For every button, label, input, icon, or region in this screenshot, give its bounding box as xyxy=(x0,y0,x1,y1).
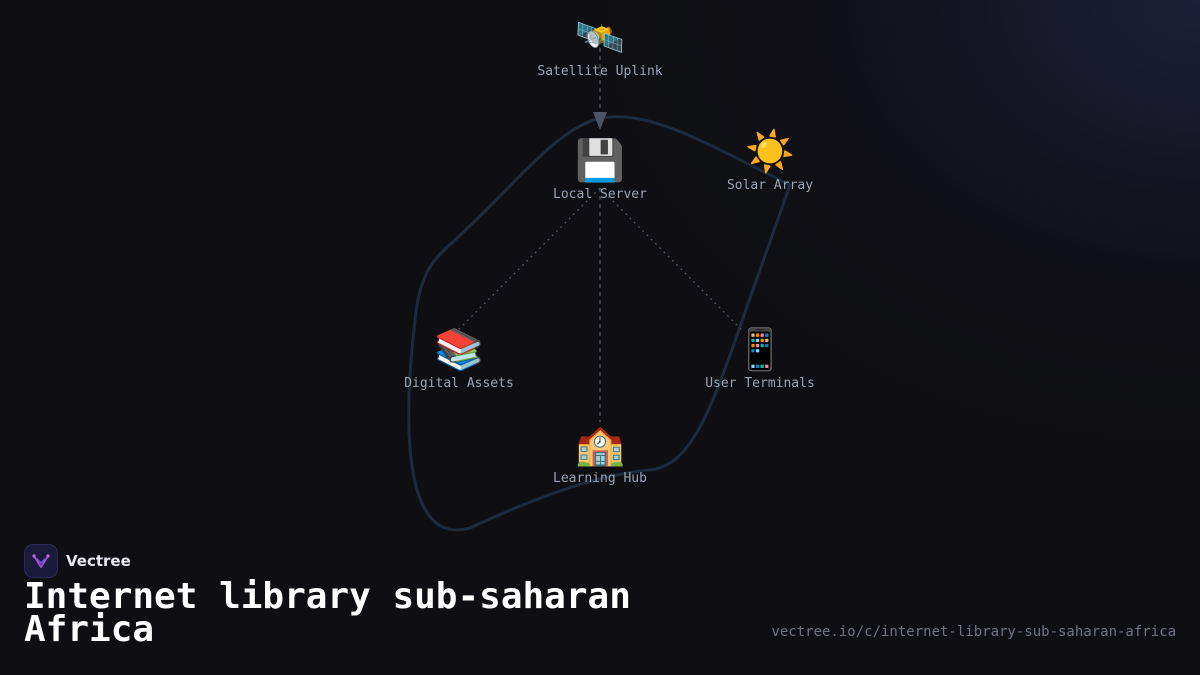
node-label: Learning Hub xyxy=(553,471,647,486)
node-satellite-uplink[interactable]: 🛰️ Satellite Uplink xyxy=(510,14,690,79)
page-url[interactable]: vectree.io/c/internet-library-sub-sahara… xyxy=(771,624,1176,640)
node-user-terminals[interactable]: 📱 User Terminals xyxy=(670,326,850,391)
node-label: Digital Assets xyxy=(404,376,514,391)
node-label: Satellite Uplink xyxy=(537,64,663,79)
node-label: Local Server xyxy=(553,187,647,202)
page-title: Internet library sub-saharan Africa xyxy=(24,576,631,650)
floppy-disk-icon: 💾 xyxy=(575,138,625,184)
node-label: Solar Array xyxy=(726,178,814,193)
edge-server-to-assets xyxy=(457,187,601,331)
books-icon: 📚 xyxy=(434,327,484,373)
arrow-head-icon xyxy=(593,112,607,130)
node-learning-hub[interactable]: 🏫 Learning Hub xyxy=(510,421,690,486)
node-digital-assets[interactable]: 📚 Digital Assets xyxy=(369,326,549,391)
vectree-logo-icon xyxy=(24,544,58,578)
edge-server-to-terminals xyxy=(599,187,743,331)
node-solar-array[interactable]: ☀️ Solar Array xyxy=(680,128,860,193)
mobile-phone-icon: 📱 xyxy=(735,327,785,373)
brand-name: Vectree xyxy=(66,552,131,570)
node-local-server[interactable]: 💾 Local Server xyxy=(510,137,690,202)
sun-icon: ☀️ xyxy=(745,129,795,175)
node-label: User Terminals xyxy=(705,376,815,391)
satellite-icon: 🛰️ xyxy=(575,15,625,61)
school-icon: 🏫 xyxy=(575,422,625,468)
brand[interactable]: Vectree xyxy=(24,544,131,578)
